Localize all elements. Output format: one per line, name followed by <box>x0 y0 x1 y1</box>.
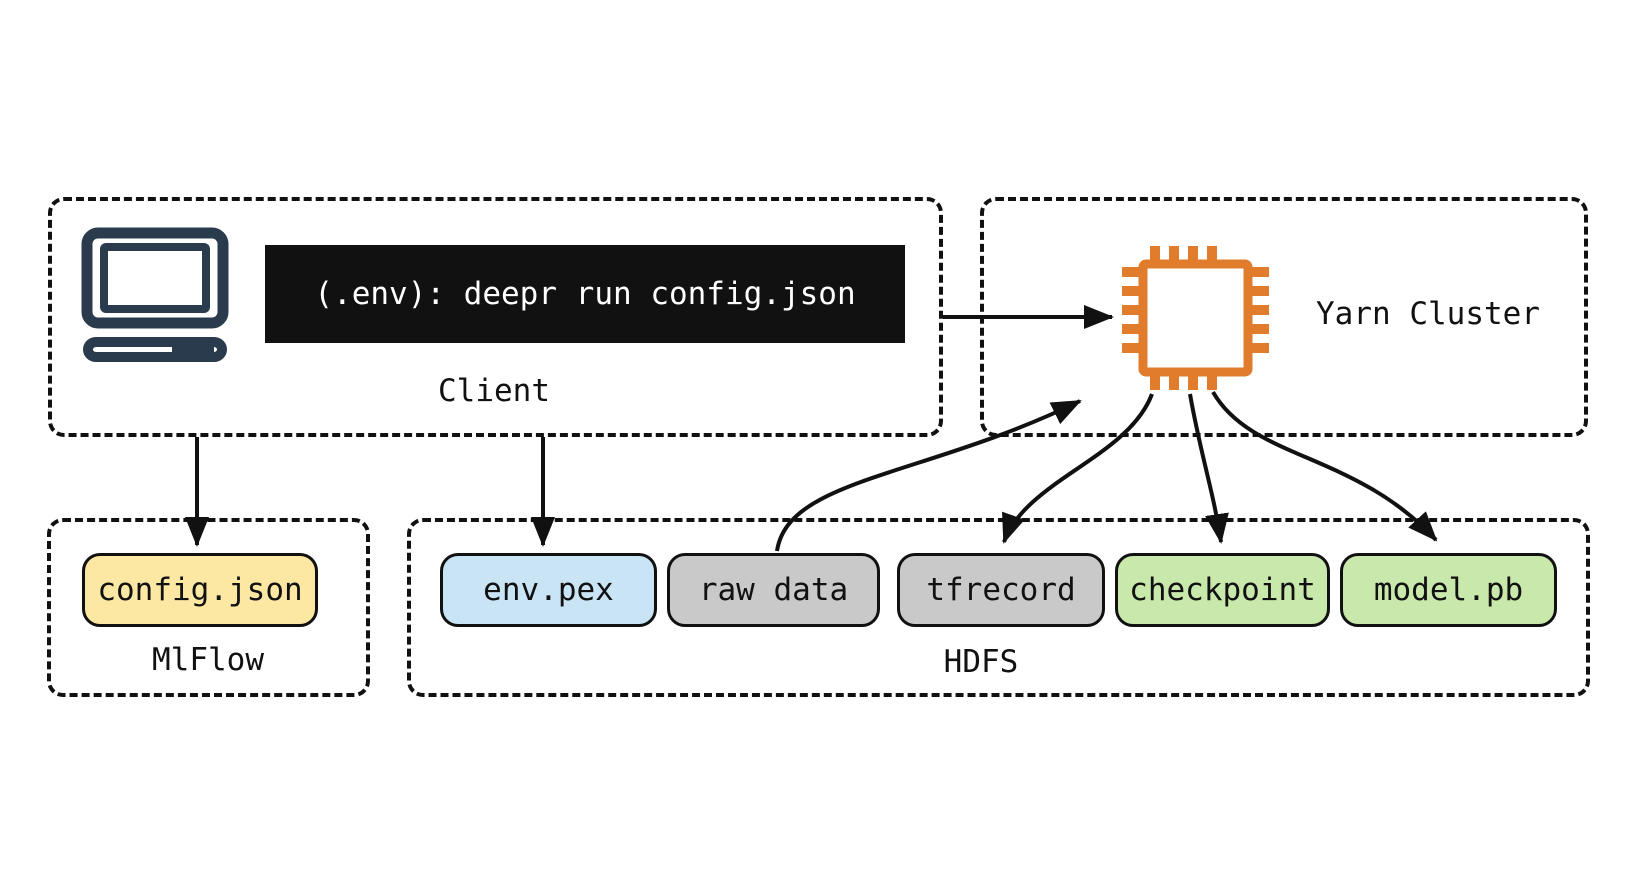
mlflow-label: MlFlow <box>152 642 264 678</box>
terminal-command-text: (.env): deepr run config.json <box>314 276 856 312</box>
node-model-pb-label: model.pb <box>1373 572 1524 608</box>
node-config-json-label: config.json <box>97 572 303 608</box>
node-raw-data: raw data <box>667 553 880 627</box>
terminal-command: (.env): deepr run config.json <box>265 245 905 343</box>
node-env-pex-label: env.pex <box>483 572 614 608</box>
node-tfrecord-label: tfrecord <box>926 572 1076 608</box>
node-checkpoint-label: checkpoint <box>1129 572 1316 608</box>
node-model-pb: model.pb <box>1340 553 1557 627</box>
node-env-pex: env.pex <box>440 553 657 627</box>
hdfs-label: HDFS <box>943 644 1019 680</box>
yarn-cluster-label: Yarn Cluster <box>1316 296 1540 332</box>
node-checkpoint: checkpoint <box>1115 553 1330 627</box>
client-group-box <box>48 197 943 437</box>
node-raw-data-label: raw data <box>698 572 849 608</box>
client-label: Client <box>438 373 550 409</box>
node-tfrecord: tfrecord <box>897 553 1105 627</box>
node-config-json: config.json <box>82 553 318 627</box>
